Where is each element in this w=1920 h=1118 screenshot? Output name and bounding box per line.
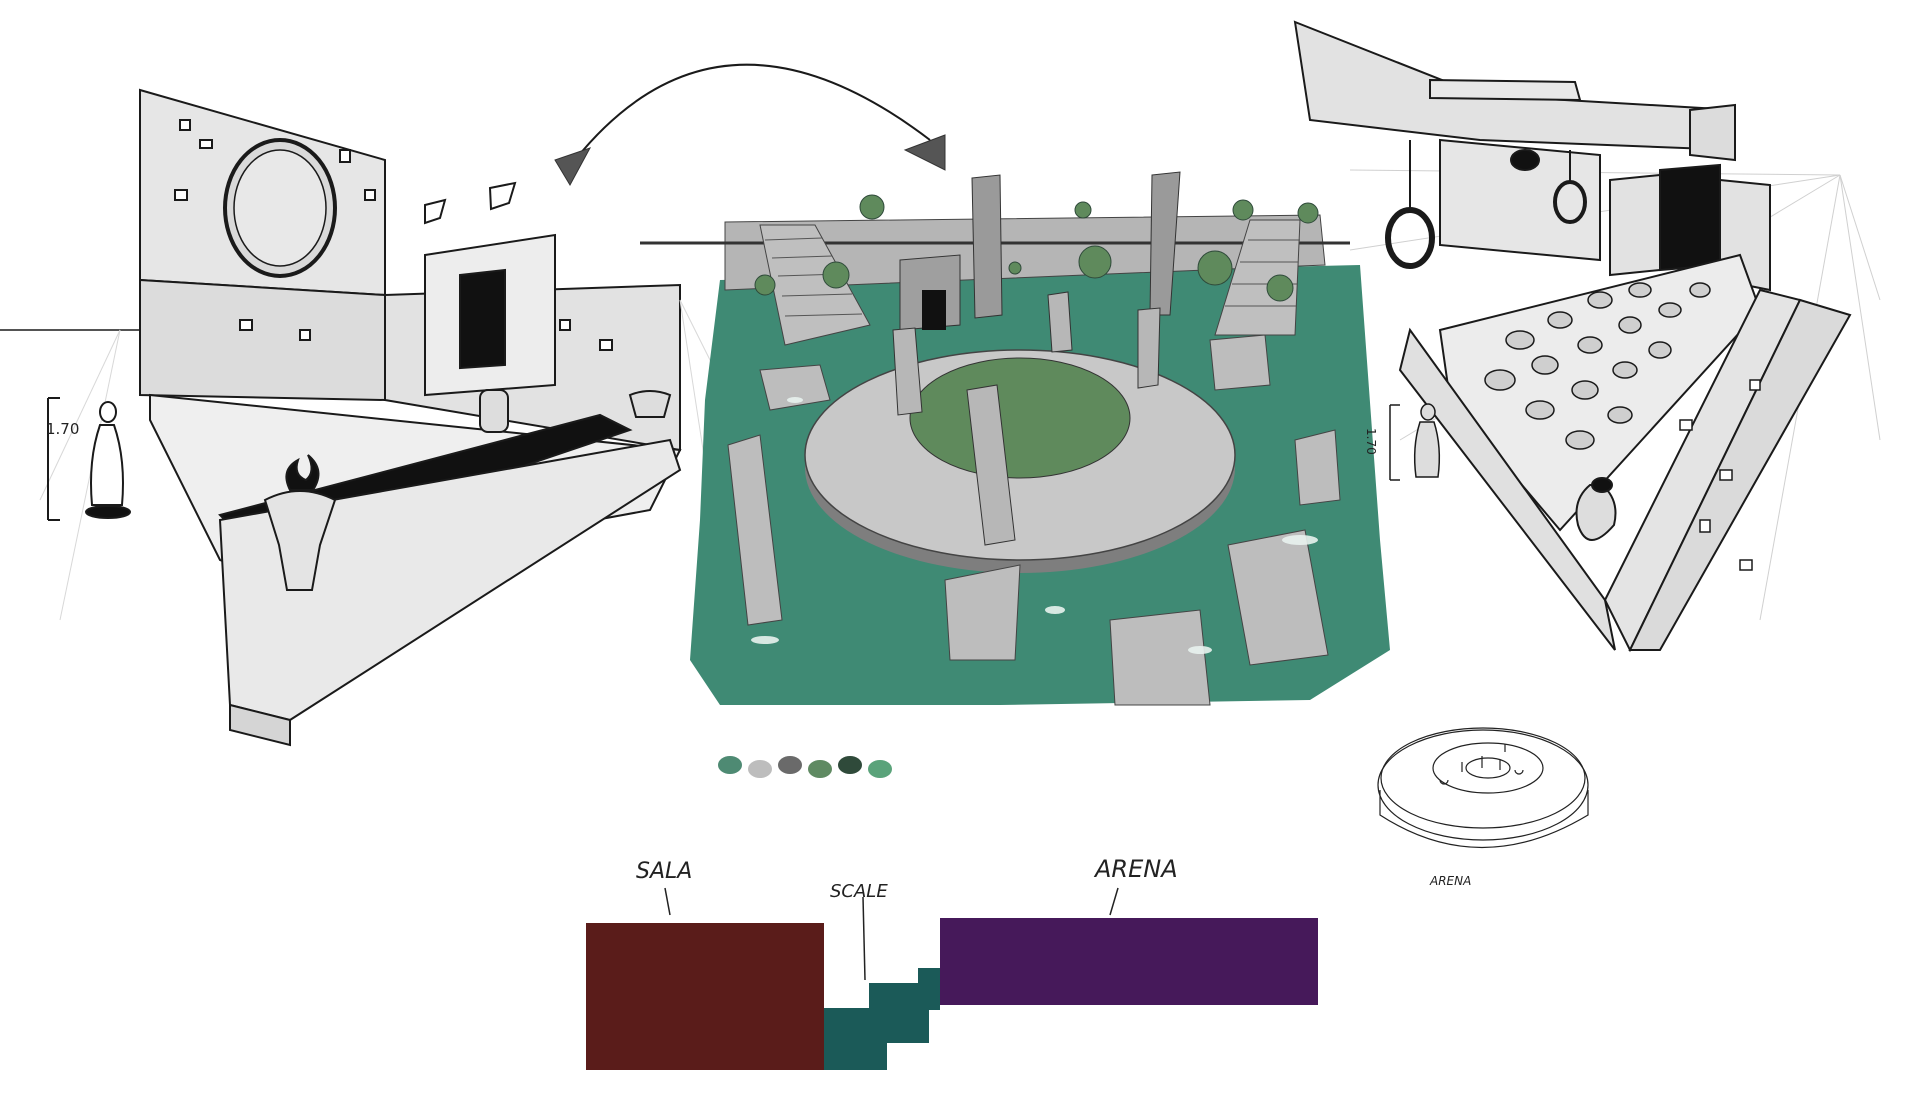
arena-label: ARENA: [1093, 855, 1178, 883]
sala-perspective-sketch: [0, 88, 761, 747]
arena-color-render: [640, 171, 1390, 706]
corridor-perspective-sketch: [1293, 20, 1881, 653]
section-diagram: [586, 887, 1318, 1070]
connection-arrow: [554, 63, 946, 187]
arena-topview-label: ARENA: [1429, 874, 1471, 888]
sala-block: [586, 923, 824, 1070]
scale-label: SCALE: [830, 881, 888, 902]
human-scale-figure-left: [47, 397, 131, 521]
height-label-right: 1.70: [1364, 428, 1378, 455]
arena-block: [940, 918, 1318, 1005]
palette-swatch: [838, 756, 862, 774]
height-label-left: 1.70: [46, 420, 79, 438]
color-palette: [718, 756, 892, 778]
sala-label: SALA: [636, 859, 692, 884]
palette-swatch: [808, 760, 832, 778]
scale-steps: [824, 968, 940, 1070]
palette-swatch: [778, 756, 802, 774]
palette-swatch: [748, 760, 772, 778]
palette-swatch: [718, 756, 742, 774]
palette-swatch: [868, 760, 892, 778]
arena-topview-sketch: [1377, 727, 1589, 849]
human-scale-figure-right: [1389, 403, 1441, 481]
